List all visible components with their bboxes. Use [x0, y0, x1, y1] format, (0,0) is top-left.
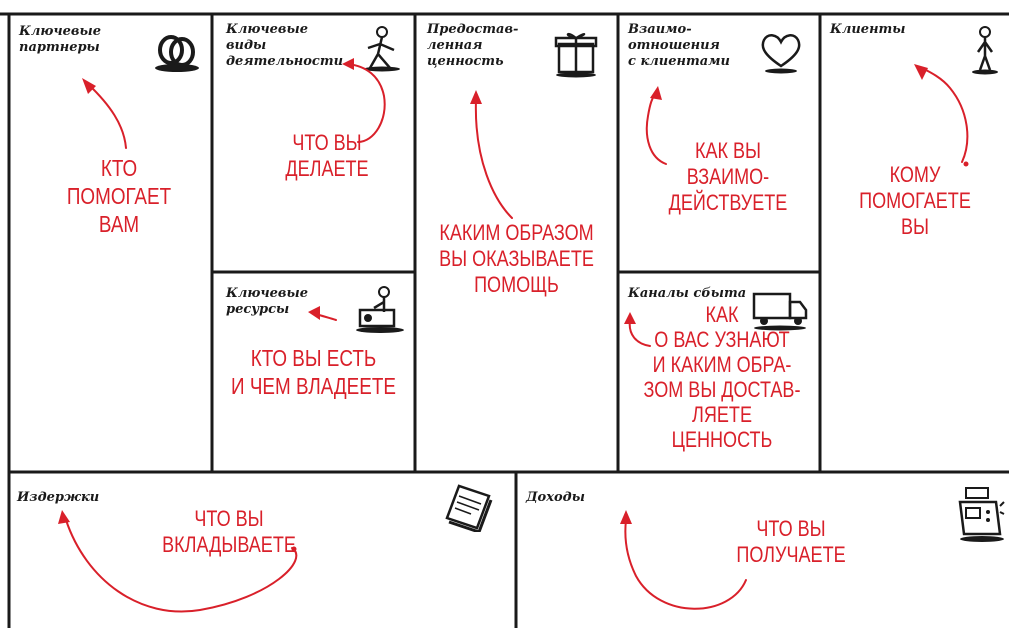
block-title: Ключевые виды деятельности	[226, 22, 344, 69]
block-question: КАКИМ ОБРАЗОМ ВЫ ОКАЗЫВАЕТЕ ПОМОЩЬ	[439, 220, 594, 297]
rings-icon	[155, 35, 199, 72]
block-question: КТО ВЫ ЕСТЬ И ЧЕМ ВЛАДЕЕТЕ	[231, 345, 396, 399]
arrow-activities	[347, 63, 386, 143]
block-question: КАК ВЫ ВЗАИМО- ДЕЙСТВУЕТЕ	[668, 138, 788, 215]
arrow-value	[474, 99, 513, 219]
heart-icon	[761, 34, 801, 74]
arrow-revenue	[624, 519, 747, 610]
arrow-partners	[87, 83, 127, 149]
block-title: Ключевые партнеры	[19, 24, 101, 55]
block-key-resources: Ключевые ресурсы КТО ВЫ ЕСТЬ И ЧЕМ ВЛАДЕ…	[212, 272, 415, 472]
truck-icon	[752, 292, 808, 331]
block-question: КТО ПОМОГАЕТ ВАМ	[66, 155, 172, 237]
block-key-activities: Ключевые виды деятельности ЧТО ВЫ ДЕЛАЕТ…	[212, 14, 415, 272]
arrow-tails	[291, 161, 969, 552]
block-title: Взаимо- отношения с клиентами	[628, 22, 730, 69]
block-title: Предостав- ленная ценность	[427, 22, 519, 69]
block-question: ЧТО ВЫ ПОЛУЧАЕТЕ	[736, 516, 846, 567]
block-cost-structure: Издержки ЧТО ВЫ ВКЛАДЫВАЕТЕ	[9, 472, 516, 628]
invoice-icon	[445, 484, 493, 532]
worker-icon	[364, 26, 400, 72]
arrow-customers	[921, 67, 969, 163]
person-icon	[972, 26, 998, 75]
block-key-partners: Ключевые партнеры КТО ПОМОГАЕТ ВАМ	[9, 14, 212, 472]
arrow-costs	[65, 519, 298, 613]
block-question: КОМУ ПОМОГАЕТЕ ВЫ	[859, 162, 971, 239]
block-title: Ключевые ресурсы	[226, 286, 308, 317]
block-customer-relationships: Взаимо- отношения с клиентами КАК ВЫ ВЗА…	[618, 14, 820, 272]
machine-icon	[356, 286, 404, 333]
block-channels: Каналы сбыта КАК О ВАС УЗНАЮТ И КАКИМ ОБ…	[618, 272, 820, 472]
arrow-heads	[58, 58, 928, 524]
block-question: КАК О ВАС УЗНАЮТ И КАКИМ ОБРА- ЗОМ ВЫ ДО…	[643, 302, 801, 452]
block-title: Клиенты	[830, 22, 906, 37]
block-title: Издержки	[17, 490, 100, 505]
block-title: Каналы сбыта	[628, 286, 747, 301]
block-customer-segments: Клиенты КОМУ ПОМОГАЕТЕ ВЫ	[820, 14, 1009, 472]
block-value-proposition: Предостав- ленная ценность КАКИМ ОБРАЗОМ…	[415, 14, 618, 472]
block-question: ЧТО ВЫ ДЕЛАЕТЕ	[285, 130, 369, 181]
arrow-relationships	[645, 91, 667, 165]
cash-register-icon	[958, 487, 1005, 542]
block-revenue-streams: Доходы ЧТО ВЫ ПОЛУЧАЕТЕ	[516, 472, 1009, 628]
gift-icon	[554, 32, 598, 78]
block-title: Доходы	[526, 490, 585, 505]
block-question: ЧТО ВЫ ВКЛАДЫВАЕТЕ	[162, 506, 296, 557]
